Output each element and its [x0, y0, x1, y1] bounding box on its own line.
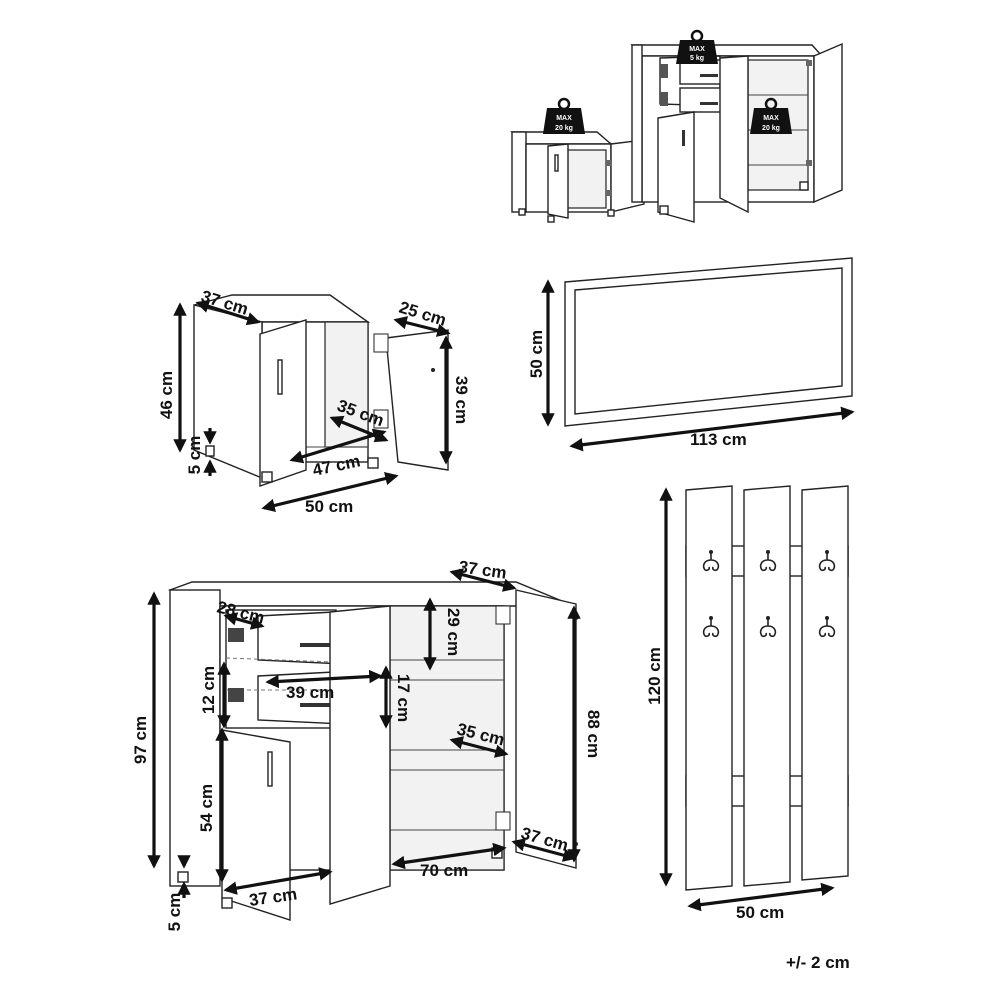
coat-rack-drawing: [685, 485, 849, 891]
max-weight-badge-small-cabinet: MAX 20 kg: [543, 97, 585, 134]
overview-small-cabinet: [510, 131, 645, 223]
max-weight-badge-shelf: MAX 20 kg: [750, 97, 792, 134]
arrow-mirror-width: [569, 406, 855, 452]
arrow-door-width: [393, 316, 451, 337]
arrow-depth-top: [449, 568, 517, 592]
label-door-compartment-height: 54 cm: [197, 784, 216, 832]
badge-load-label: 5 kg: [690, 55, 704, 62]
mirror-dimensions: 50 cm 113 cm: [527, 279, 855, 452]
overview-illustration: MAX 20 kg MAX 5 kg MAX 20 kg: [510, 29, 843, 223]
label-mirror-height: 50 cm: [527, 330, 546, 378]
max-weight-badge-drawer: MAX 5 kg: [676, 29, 718, 64]
arrow-door-compartment-width: [223, 867, 333, 895]
arrow-depth-bottom: [511, 838, 577, 862]
badge-max-label: MAX: [763, 115, 779, 122]
label-mirror-width: 113 cm: [690, 430, 747, 449]
label-upper-shelf-height: 29 cm: [444, 608, 463, 656]
arrow-inner-width: [391, 842, 507, 870]
arrow-rack-width: [687, 882, 835, 912]
label-drawer-width: 39 cm: [286, 683, 334, 702]
label-width: 50 cm: [305, 497, 353, 516]
tolerance-note: +/- 2 cm: [786, 953, 850, 972]
label-rack-width: 50 cm: [736, 903, 784, 922]
arrow-drawer-depth: [223, 612, 265, 630]
label-height: 46 cm: [157, 371, 176, 419]
arrow-width: [261, 472, 399, 512]
label-inner-height: 39 cm: [452, 376, 471, 424]
coat-rack-dimensions: 120 cm 50 cm: [645, 487, 835, 922]
badge-load-label: 20 kg: [555, 125, 573, 132]
arrow-shelf-depth: [449, 736, 509, 758]
badge-max-label: MAX: [556, 115, 572, 122]
label-leg-height: 5 cm: [165, 893, 184, 932]
label-depth-top: 37 cm: [457, 557, 507, 583]
mirror-drawing: [564, 257, 853, 427]
label-shelf-gap: 17 cm: [394, 674, 413, 722]
label-drawer-height: 12 cm: [199, 666, 218, 714]
label-inner-height: 88 cm: [584, 710, 603, 758]
badge-load-label: 20 kg: [762, 125, 780, 132]
overview-sideboard: [630, 42, 843, 223]
label-height: 97 cm: [131, 716, 150, 764]
arrow-depth-top: [195, 299, 261, 326]
badge-max-label: MAX: [689, 46, 705, 53]
arrow-drawer-width: [265, 669, 383, 689]
arrow-inner-width: [289, 428, 387, 464]
label-rack-height: 120 cm: [645, 647, 664, 705]
label-inner-width: 70 cm: [420, 861, 468, 880]
label-leg-height: 5 cm: [185, 436, 204, 475]
sideboard-drawing: [167, 581, 578, 921]
